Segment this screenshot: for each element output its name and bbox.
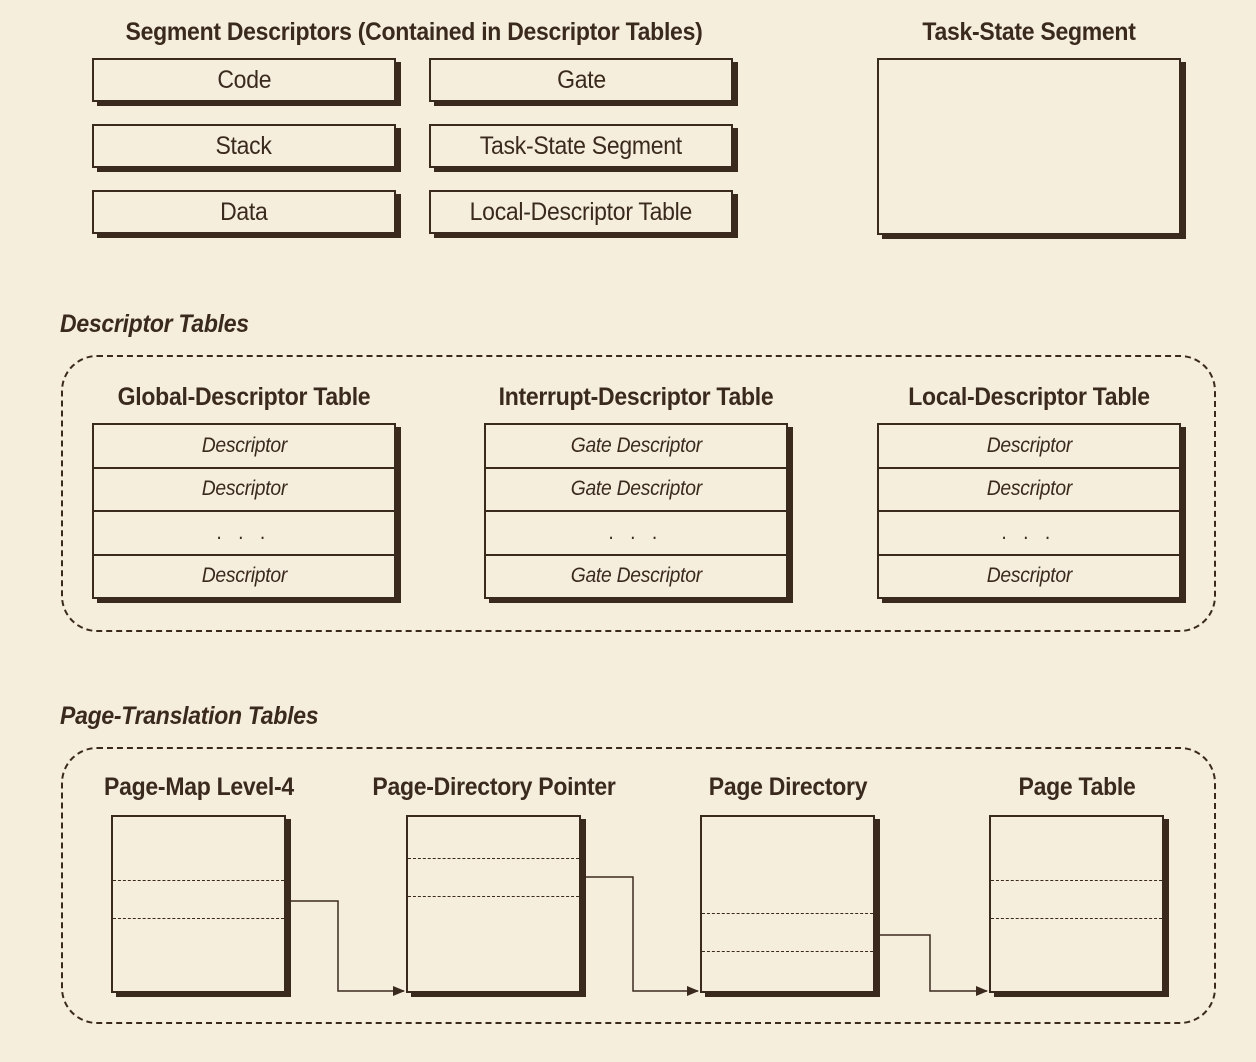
idt-row-text: Gate Descriptor bbox=[570, 564, 702, 588]
pdp-entry-divider bbox=[408, 896, 579, 897]
ldt-ellipsis-text: . . . bbox=[1001, 520, 1057, 544]
pml4-entry-divider bbox=[113, 880, 284, 881]
tss-descriptor-label: Task-State Segment bbox=[479, 131, 683, 160]
ldt-descriptor-label: Local-Descriptor Table bbox=[469, 197, 693, 226]
ldt-descriptor-box: Local-Descriptor Table bbox=[429, 190, 733, 234]
ldt-row-text: Descriptor bbox=[986, 477, 1072, 501]
ldt-row-ellipsis: . . . bbox=[879, 512, 1179, 556]
gdt-row-text: Descriptor bbox=[201, 564, 287, 588]
gate-descriptor-label: Gate bbox=[556, 65, 606, 94]
pdp-table bbox=[406, 815, 581, 993]
gdt-row: Descriptor bbox=[94, 425, 394, 469]
pd-title: Page Directory bbox=[708, 773, 868, 801]
pt-entry-divider bbox=[991, 880, 1162, 881]
page-translation-tables-group bbox=[61, 747, 1216, 1024]
pml4-title: Page-Map Level-4 bbox=[104, 773, 294, 801]
pdp-to-pd-arrow bbox=[583, 876, 699, 996]
idt-row: Gate Descriptor bbox=[486, 469, 786, 512]
tss-descriptor-box: Task-State Segment bbox=[429, 124, 733, 168]
gdt-row: Descriptor bbox=[94, 469, 394, 512]
idt-row-ellipsis: . . . bbox=[486, 512, 786, 556]
gdt-row-ellipsis: . . . bbox=[94, 512, 394, 556]
idt-row: Gate Descriptor bbox=[486, 556, 786, 598]
idt-title: Interrupt-Descriptor Table bbox=[498, 383, 774, 411]
gdt-row-text: Descriptor bbox=[201, 433, 287, 457]
gdt-title: Global-Descriptor Table bbox=[117, 383, 371, 411]
pml4-entry-divider bbox=[113, 918, 284, 919]
data-descriptor-label: Data bbox=[220, 197, 268, 226]
idt-row: Gate Descriptor bbox=[486, 425, 786, 469]
segment-descriptors-title: Segment Descriptors (Contained in Descri… bbox=[125, 18, 703, 46]
pml4-to-pdp-arrow bbox=[288, 900, 405, 996]
idt-table: Gate Descriptor Gate Descriptor . . . Ga… bbox=[484, 423, 788, 599]
descriptor-tables-group bbox=[61, 355, 1216, 632]
ldt-row: Descriptor bbox=[879, 556, 1179, 598]
ldt-table: Descriptor Descriptor . . . Descriptor bbox=[877, 423, 1181, 599]
gdt-table: Descriptor Descriptor . . . Descriptor bbox=[92, 423, 396, 599]
idt-row-text: Gate Descriptor bbox=[570, 433, 702, 457]
data-descriptor-box: Data bbox=[92, 190, 396, 234]
pd-to-pt-arrow bbox=[877, 934, 988, 996]
pml4-table bbox=[111, 815, 286, 993]
task-state-segment-box bbox=[877, 58, 1181, 235]
descriptor-tables-label: Descriptor Tables bbox=[60, 310, 249, 338]
gdt-ellipsis-text: . . . bbox=[216, 520, 272, 544]
ldt-row: Descriptor bbox=[879, 425, 1179, 469]
pdp-title: Page-Directory Pointer bbox=[372, 773, 616, 801]
idt-row-text: Gate Descriptor bbox=[570, 477, 702, 501]
stack-descriptor-label: Stack bbox=[215, 131, 273, 160]
stack-descriptor-box: Stack bbox=[92, 124, 396, 168]
gate-descriptor-box: Gate bbox=[429, 58, 733, 102]
pdp-entry-divider bbox=[408, 858, 579, 859]
ldt-title: Local-Descriptor Table bbox=[908, 383, 1150, 411]
gdt-row-text: Descriptor bbox=[201, 477, 287, 501]
page-translation-tables-label: Page-Translation Tables bbox=[60, 702, 319, 730]
task-state-segment-title: Task-State Segment bbox=[922, 18, 1136, 46]
ldt-row-text: Descriptor bbox=[986, 564, 1072, 588]
ldt-row: Descriptor bbox=[879, 469, 1179, 512]
code-descriptor-label: Code bbox=[217, 65, 271, 94]
idt-ellipsis-text: . . . bbox=[608, 520, 664, 544]
pd-entry-divider bbox=[702, 913, 873, 914]
pt-title: Page Table bbox=[1018, 773, 1136, 801]
gdt-row: Descriptor bbox=[94, 556, 394, 598]
code-descriptor-box: Code bbox=[92, 58, 396, 102]
pt-entry-divider bbox=[991, 918, 1162, 919]
pt-table bbox=[989, 815, 1164, 993]
pd-entry-divider bbox=[702, 951, 873, 952]
ldt-row-text: Descriptor bbox=[986, 433, 1072, 457]
pd-table bbox=[700, 815, 875, 993]
